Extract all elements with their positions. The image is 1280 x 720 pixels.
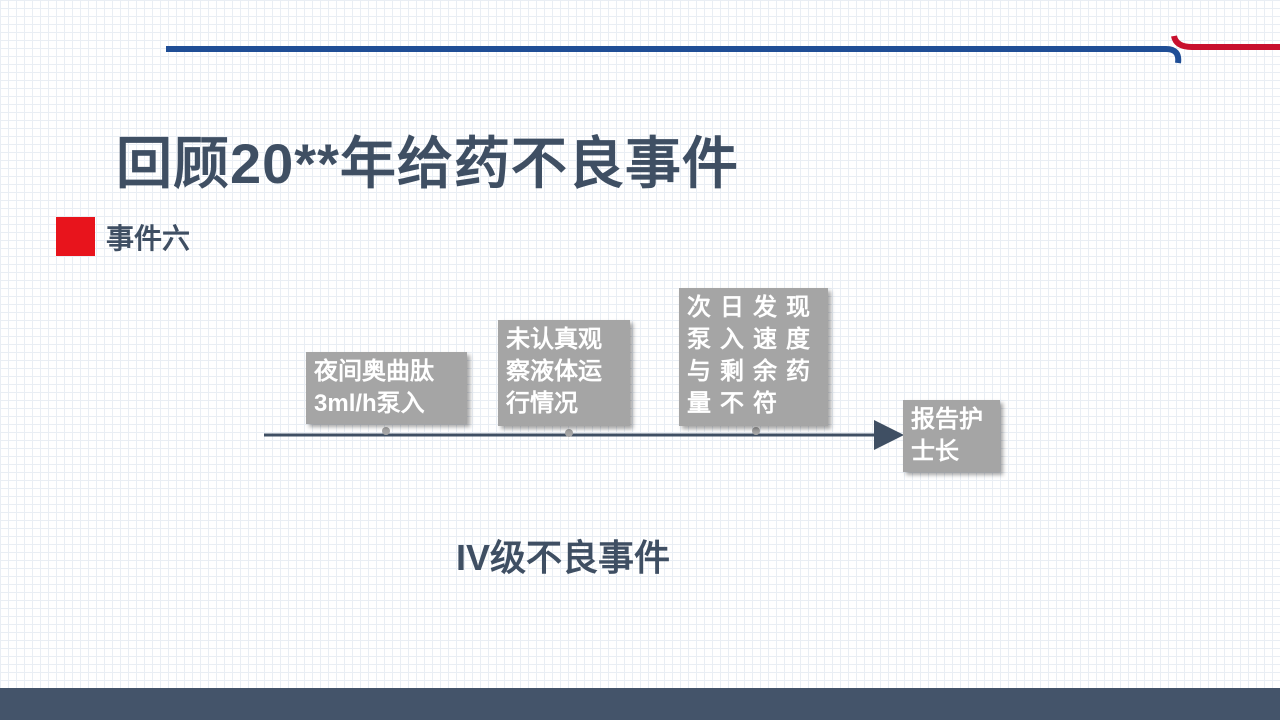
step-box-1: 夜间奥曲肽 3ml/h泵入 <box>306 352 467 424</box>
step-3-line-4: 量不符 <box>687 390 786 417</box>
step-2-line-1: 未认真观 <box>506 326 602 353</box>
step-1-line-2: 3ml/h泵入 <box>314 390 425 417</box>
section-marker <box>56 217 95 256</box>
footer-bar <box>0 688 1280 720</box>
step-3-line-1: 次日发现 <box>687 294 819 321</box>
header-decoration-line <box>166 35 1280 64</box>
step-2-line-3: 行情况 <box>506 390 578 417</box>
step-2-line-2: 察液体运 <box>506 358 602 385</box>
step-box-2: 未认真观 察液体运 行情况 <box>498 320 630 426</box>
step-1-line-1: 夜间奥曲肽 <box>314 358 434 385</box>
step-4-line-1: 报告护 <box>911 406 983 433</box>
slide-title: 回顾20**年给药不良事件 <box>116 132 739 195</box>
step-3-line-3: 与剩余药 <box>687 358 819 385</box>
timeline-dot-1 <box>382 427 390 435</box>
step-box-4: 报告护 士长 <box>903 400 1000 472</box>
step-4-line-2: 士长 <box>911 438 959 465</box>
timeline-dot-3 <box>752 427 760 435</box>
step-3-line-2: 泵入速度 <box>687 326 819 353</box>
section-label: 事件六 <box>106 223 191 254</box>
timeline-dot-2 <box>565 429 573 437</box>
event-level-text: IV级不良事件 <box>456 537 671 578</box>
step-box-3: 次日发现 泵入速度 与剩余药 量不符 <box>679 288 828 426</box>
